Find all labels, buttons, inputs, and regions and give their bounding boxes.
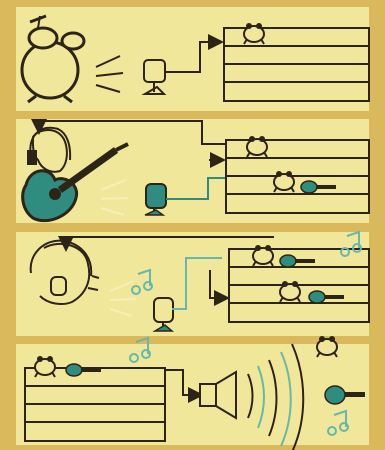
tape-tracks-icon [25,368,165,441]
drum-icon [274,171,294,192]
drum-icon [317,336,337,357]
drum-icon [35,356,55,377]
drum-icon [280,281,300,302]
drum-icon [244,23,264,44]
drum-icon [253,245,273,266]
drum-icon [247,136,267,157]
